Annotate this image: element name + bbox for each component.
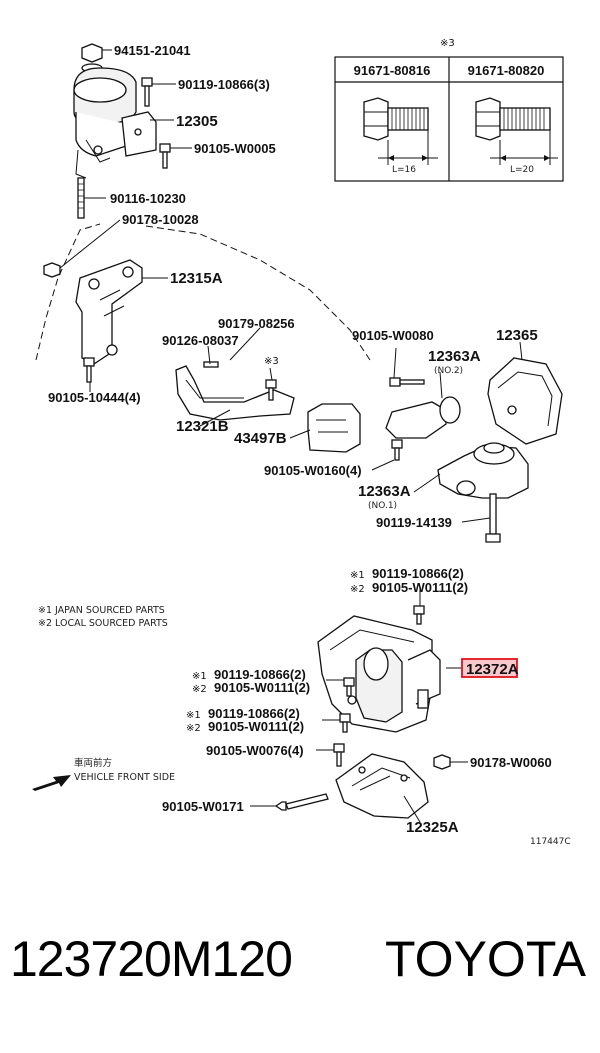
label-low-90105-W0111: 90105-W0111(2) — [208, 719, 304, 734]
label-12305: 12305 — [176, 113, 218, 130]
vehicle-front-arrow-icon — [32, 775, 71, 791]
label-90119-10866-3: 90119-10866(3) — [178, 77, 270, 92]
bolt-length-table: ※3 91671-80816 91671-80820 L=16 — [334, 38, 564, 182]
label-90105-W0080: 90105-W0080 — [352, 328, 434, 343]
label-top-90119-10866: 90119-10866(2) — [372, 566, 464, 581]
label-low-mark1: ※1 — [186, 710, 201, 721]
bolt-low-pair-icon — [339, 713, 351, 733]
label-mark-3: ※3 — [264, 356, 279, 367]
stud-90116-10230-icon — [77, 177, 85, 219]
bolt-col-91671-80816: 91671-80816 — [354, 63, 431, 78]
label-90126-08037: 90126-08037 — [162, 333, 239, 348]
note-local-sourced: ※2 LOCAL SOURCED PARTS — [38, 618, 168, 629]
diagram-id: 117447C — [530, 837, 571, 847]
label-12365: 12365 — [496, 327, 538, 344]
insulator-12365 — [487, 357, 563, 445]
label-12321B: 12321B — [176, 418, 229, 435]
exploded-parts-diagram: ※3 91671-80816 91671-80820 L=16 — [32, 38, 571, 847]
label-43497B: 43497B — [234, 430, 287, 447]
bolt-90105-W0171-icon — [274, 793, 329, 811]
bolt-90105-W0005-icon — [159, 143, 171, 169]
front-side-jp: 車両前方 — [74, 757, 112, 769]
label-low-mark2: ※2 — [186, 723, 201, 734]
label-90105-W0076-4: 90105-W0076(4) — [206, 743, 304, 758]
bolt-90119-14139-icon — [485, 493, 501, 543]
bolt-col-91671-80820: 91671-80820 — [468, 63, 545, 78]
label-top-90105-W0111: 90105-W0111(2) — [372, 580, 468, 595]
label-mid-mark2: ※2 — [192, 684, 207, 695]
label-90105-W0160-4: 90105-W0160(4) — [264, 463, 362, 478]
mount-12372A — [317, 615, 441, 733]
stud-90126-08037-icon — [203, 361, 219, 368]
bracket-12321B — [175, 365, 295, 421]
bolt-length-16: L=16 — [392, 165, 416, 175]
bolt-mid-pair-icon — [343, 677, 355, 697]
label-90178-W0060: 90178-W0060 — [470, 755, 552, 770]
label-90178-10028: 90178-10028 — [122, 212, 199, 227]
footer-part-number: 123720M120 — [10, 931, 293, 987]
bracket-12325A — [335, 753, 429, 819]
label-mid-90119-10866: 90119-10866(2) — [214, 667, 306, 682]
bolt-l16-icon: L=16 — [363, 97, 438, 175]
bolt-90119-10866-icon — [141, 77, 153, 107]
nut-90178-10028-icon — [43, 262, 61, 278]
label-top-mark2: ※2 — [350, 584, 365, 595]
footer-caption: 123720M120 TOYOTA — [0, 930, 600, 1020]
label-12315A: 12315A — [170, 270, 223, 287]
label-12372A: 12372A — [466, 661, 519, 678]
label-no2: (NO.2) — [434, 366, 463, 376]
label-90119-14139: 90119-14139 — [376, 515, 452, 530]
bolt-length-20: L=20 — [510, 165, 534, 175]
bracket-12363A-no1 — [437, 442, 529, 499]
label-low-90119-10866: 90119-10866(2) — [208, 706, 300, 721]
label-12325A: 12325A — [406, 819, 459, 836]
bracket-12363A-no2 — [385, 396, 461, 439]
highlight-box-12372A — [461, 658, 518, 678]
bracket-12315A — [75, 259, 143, 365]
footer-brand: TOYOTA — [385, 931, 586, 987]
label-mid-mark1: ※1 — [192, 671, 207, 682]
label-90179-08256: 90179-08256 — [218, 316, 295, 331]
front-side-en: VEHICLE FRONT SIDE — [74, 772, 175, 783]
note-japan-sourced: ※1 JAPAN SOURCED PARTS — [38, 605, 165, 616]
bolt-top-pair-icon — [413, 605, 425, 625]
bolt-90105-10444-icon — [83, 357, 95, 383]
label-90105-W0171: 90105-W0171 — [162, 799, 244, 814]
label-top-mark1: ※1 — [350, 570, 365, 581]
engine-mount-12305 — [73, 43, 157, 179]
label-mid-90105-W0111: 90105-W0111(2) — [214, 680, 310, 695]
bolt-90105-W0080-icon — [389, 377, 425, 387]
label-12363A-no2: 12363A — [428, 348, 481, 365]
bolt-3-icon — [265, 379, 277, 401]
label-12363A-no1: 12363A — [358, 483, 411, 500]
label-90116-10230: 90116-10230 — [110, 191, 186, 206]
nut-90178-W0060-icon — [433, 754, 451, 770]
leader-lines — [59, 49, 523, 823]
bolt-l20-icon: L=20 — [475, 97, 558, 175]
bolt-90105-W0160-icon — [391, 439, 403, 461]
label-90105-W0005: 90105-W0005 — [194, 141, 276, 156]
bolt-90105-W0076-icon — [333, 743, 345, 767]
label-no1: (NO.1) — [368, 501, 397, 511]
label-94151-21041: 94151-21041 — [114, 43, 191, 58]
bolt-table-mark: ※3 — [440, 38, 455, 49]
label-90105-10444-4: 90105-10444(4) — [48, 390, 141, 405]
insulator-43497B — [307, 403, 361, 453]
